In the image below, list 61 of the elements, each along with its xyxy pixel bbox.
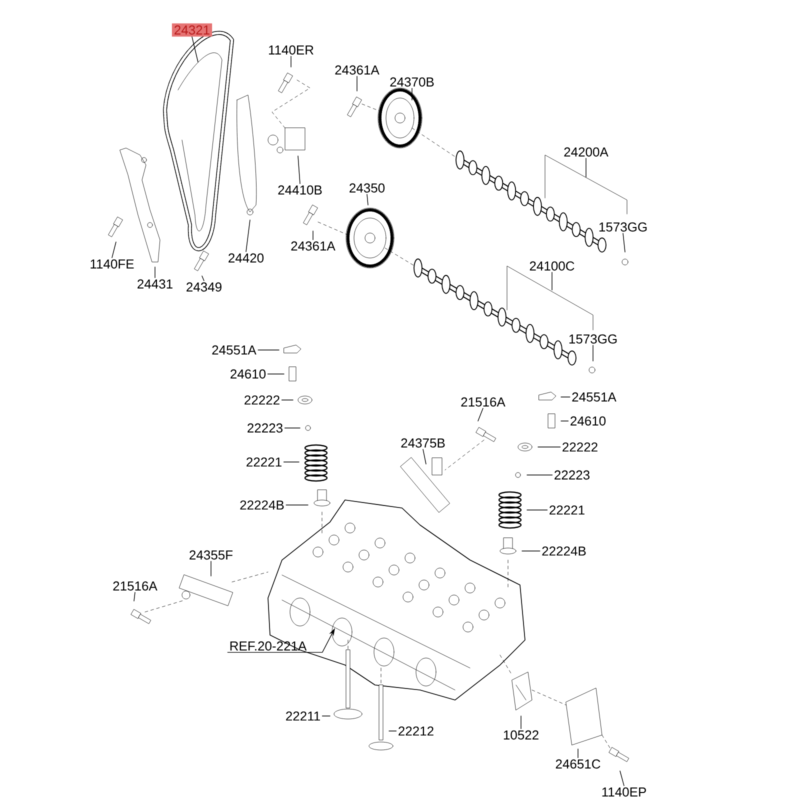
part-number: 22212 xyxy=(398,726,434,736)
part-number: 22224B xyxy=(542,546,586,556)
leader-line xyxy=(192,36,198,62)
part-number: 24420 xyxy=(228,253,264,263)
leader-line xyxy=(622,232,626,252)
leader-line xyxy=(202,276,204,282)
part-number: 24350 xyxy=(350,183,385,193)
part-number: 24100C xyxy=(530,261,574,271)
part-number: 22221 xyxy=(550,505,584,515)
part-number: 22224B xyxy=(240,500,284,510)
part-number: 24410B xyxy=(278,185,322,195)
leader-line xyxy=(356,76,358,92)
part-number: 24361A xyxy=(291,241,336,251)
part-number: 24551A xyxy=(212,345,256,355)
leader-line xyxy=(560,396,570,398)
highlighted-part-number: 24321 xyxy=(172,23,212,37)
part-number: 24200A xyxy=(564,147,608,157)
part-number: 24551A xyxy=(572,392,616,402)
part-number: 24651C xyxy=(556,759,600,769)
leader-line xyxy=(312,230,314,240)
leader-line xyxy=(154,266,156,278)
leader-line xyxy=(388,730,397,732)
part-number: 24370B xyxy=(390,77,434,87)
leader-line xyxy=(560,420,569,422)
leader-line xyxy=(478,408,484,422)
leader-line xyxy=(520,716,522,730)
part-number: 1140FE xyxy=(90,259,134,269)
leader-line xyxy=(522,550,540,552)
part-number: 24610 xyxy=(230,369,266,379)
part-number: 22222 xyxy=(244,395,280,405)
leader-line xyxy=(210,560,212,576)
part-number: 21516A xyxy=(113,581,158,591)
part-number: 24375B xyxy=(401,438,445,448)
part-number: 22221 xyxy=(246,457,282,467)
leader-line xyxy=(592,344,594,362)
part-number: 22211 xyxy=(286,711,320,721)
part-number: 24349 xyxy=(186,282,222,292)
leader-line xyxy=(134,592,136,602)
part-number: 24361A xyxy=(335,65,380,75)
part-number: 1140EP xyxy=(602,787,646,797)
part-number: 24610 xyxy=(570,416,606,426)
part-number: 1573GG xyxy=(599,222,647,232)
leader-line xyxy=(290,56,292,68)
part-number: 10522 xyxy=(504,730,538,740)
part-number: 21516A xyxy=(461,397,506,407)
part-number: 22223 xyxy=(248,423,282,433)
part-number: 22223 xyxy=(554,470,590,480)
leader-line xyxy=(112,242,116,258)
part-number: 24431 xyxy=(138,279,172,289)
part-number: 1573GG xyxy=(569,334,617,344)
part-number: 22222 xyxy=(562,442,598,452)
leader-line xyxy=(298,156,300,184)
leader-line xyxy=(246,220,250,252)
leader-line xyxy=(286,504,308,506)
part-number: 24355F xyxy=(190,550,233,560)
leader-line xyxy=(538,446,561,448)
part-number: 1140ER xyxy=(268,45,314,55)
leader-line xyxy=(526,474,553,476)
leader-line xyxy=(366,194,368,206)
leader-line xyxy=(422,448,426,464)
leader-line xyxy=(620,770,624,786)
